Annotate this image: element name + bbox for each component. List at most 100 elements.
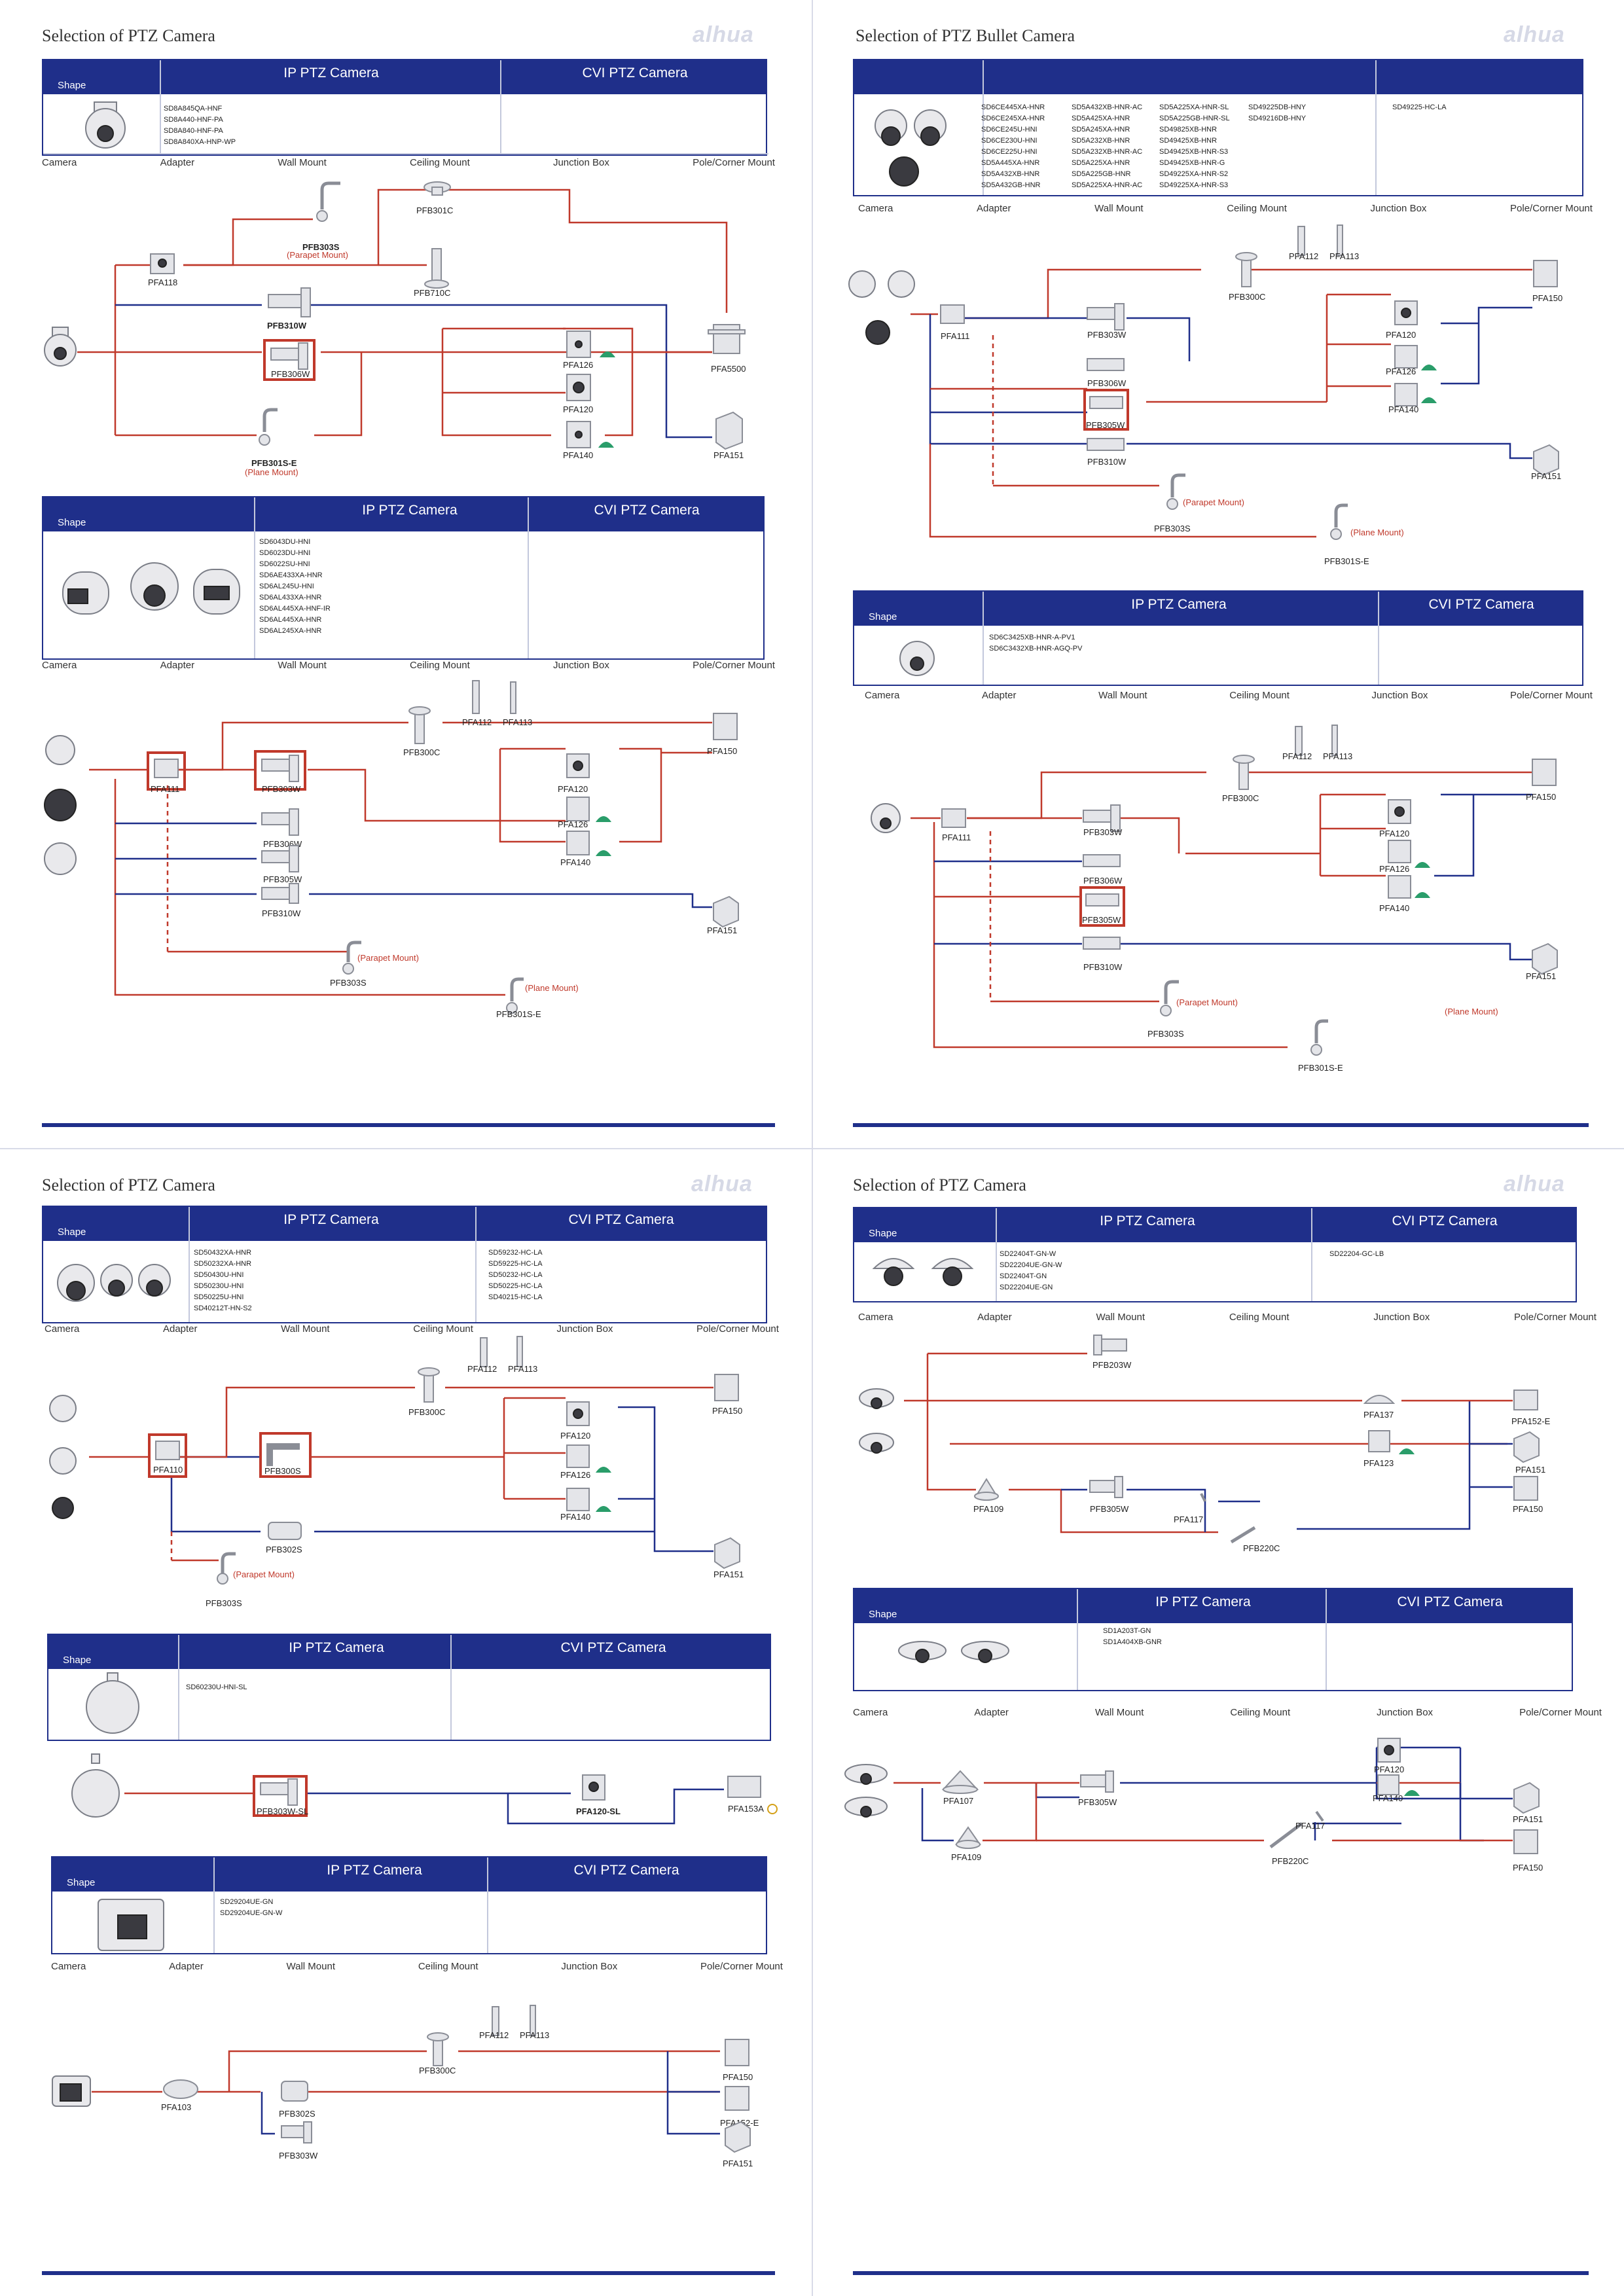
part-label: PFA107 <box>943 1796 973 1806</box>
category-adapter: Adapter <box>160 157 195 168</box>
pfa126-junction-box <box>1394 345 1418 368</box>
part-label: PFA117 <box>1295 1821 1325 1831</box>
connector-line <box>921 1788 954 1842</box>
connector-line <box>929 444 1316 538</box>
category-junction-box: Junction Box <box>1377 1707 1434 1718</box>
part-label: PFB220C <box>1272 1856 1308 1866</box>
pfb303w-sl-wall-mount <box>253 1775 308 1817</box>
pfb310w-wall-mount <box>1083 937 1121 950</box>
pfb310w-wall-mount <box>268 287 311 317</box>
mount-flow-diagram: PFA110 PFB300S PFB300C PFA112 PFA113 PFA… <box>49 1336 744 1608</box>
pfa150-pole-mount <box>1513 1829 1538 1854</box>
part-label: PFA151 <box>713 450 744 460</box>
footer-line <box>853 2271 1589 2275</box>
part-label: PFA150 <box>707 746 737 756</box>
page-title: Selection of PTZ Camera <box>42 26 215 45</box>
category-pole-corner-mount: Pole/Corner Mount <box>693 157 775 168</box>
pfa150-pole-mount <box>714 1374 739 1401</box>
ptz-bullet-camera-icon <box>848 270 915 345</box>
category-pole-corner-mount: Pole/Corner Mount <box>1514 1312 1597 1323</box>
pfb305w-wall-mount <box>1079 886 1125 927</box>
pfa126-junction-box <box>566 797 590 821</box>
pfb301s-e-plane-mount <box>1330 503 1348 540</box>
pfa111-adapter <box>940 304 965 324</box>
ptz-bullet-camera-icon <box>875 109 947 187</box>
part-label: PFA120 <box>563 404 593 414</box>
part-label: PFA151 <box>1513 1814 1543 1824</box>
ip-model-list: SD49225DB-HNY SD49216DB-HNY <box>1248 103 1307 122</box>
connector-line <box>619 747 712 843</box>
connector-line <box>275 304 712 439</box>
pfa112-pole <box>492 2006 499 2036</box>
category-ceiling-mount: Ceiling Mount <box>413 1323 473 1335</box>
selection-table: Shape IP PTZ Camera CVI PTZ Camera SD1A2… <box>853 1588 1573 1691</box>
part-label: PFB303S <box>302 242 340 252</box>
category-row: Camera Adapter Wall Mount Ceiling Mount … <box>858 1312 1597 1323</box>
pfa151-corner-mount <box>714 1537 740 1570</box>
category-ceiling-mount: Ceiling Mount <box>1229 690 1290 701</box>
part-label: PFB306W <box>271 369 310 379</box>
connector-line <box>1319 793 1386 877</box>
part-label: PFB310W <box>1087 457 1127 467</box>
category-pole-corner-mount: Pole/Corner Mount <box>700 1961 783 1972</box>
ip-model-list: SD6043DU-HNI SD6023DU-HNI SD6022SU-HNI S… <box>259 538 331 635</box>
ptz-camera-icon <box>898 1641 1009 1663</box>
pfa152-e-pole-mount <box>725 2086 749 2111</box>
part-label: PFB303W <box>262 784 301 794</box>
category-adapter: Adapter <box>977 1312 1012 1323</box>
part-label: PFA112 <box>479 2030 509 2040</box>
pfb301s-e-plane-mount <box>506 977 524 1014</box>
category-camera: Camera <box>42 157 77 168</box>
pfa120-junction-box <box>1388 799 1411 824</box>
part-label: PFA111 <box>151 784 179 794</box>
cvi-ptz-header: CVI PTZ Camera <box>573 1863 679 1878</box>
part-label: PFA112 <box>1282 751 1312 761</box>
connector-line <box>1009 1488 1218 1534</box>
umbrella-icon <box>1415 892 1430 898</box>
category-adapter: Adapter <box>169 1961 204 1972</box>
shape-label: Shape <box>869 1609 897 1620</box>
connector-line <box>1127 1488 1206 1532</box>
connector-line <box>934 942 1532 961</box>
pfa153a-pole-mount <box>727 1776 761 1798</box>
pfa140-junction-box <box>566 421 591 448</box>
part-label: PFA120 <box>1379 829 1409 838</box>
pfb220c-ceiling-mount <box>1230 1526 1256 1544</box>
quadrant-bottom-left: Selection of PTZ Camera alhua Shape IP P… <box>0 1149 812 2296</box>
parapet-note: (Parapet Mount) <box>1183 497 1244 507</box>
ip-model-list: SD5A225XA-HNR-SL SD5A225GB-HNR-SL SD4982… <box>1159 103 1230 189</box>
pfa112-pole <box>480 1337 488 1367</box>
part-label: PFB303S <box>1147 1029 1184 1039</box>
category-camera: Camera <box>865 690 900 701</box>
selection-table: Shape IP PTZ Camera CVI PTZ Camera SD8A8… <box>42 59 768 156</box>
part-label: PFB301S-E <box>251 458 297 468</box>
category-junction-box: Junction Box <box>561 1961 618 1972</box>
category-pole-corner-mount: Pole/Corner Mount <box>696 1323 779 1335</box>
ip-model-list: SD6C3425XB-HNR-A-PV1 SD6C3432XB-HNR-AGQ-… <box>989 634 1083 653</box>
table-header <box>43 60 766 94</box>
category-wall-mount: Wall Mount <box>286 1961 335 1972</box>
pfa151-corner-mount <box>725 2121 751 2153</box>
part-label: PFA140 <box>560 1512 590 1522</box>
part-label: PFB300S <box>264 1466 301 1476</box>
pfb300c-ceiling-mount <box>408 706 431 744</box>
part-label: PFA110 <box>153 1465 183 1475</box>
ip-ptz-header: IP PTZ Camera <box>283 1212 379 1227</box>
umbrella-icon <box>596 1506 611 1512</box>
part-label: PFB303S <box>330 978 367 988</box>
part-label: PFB310W <box>267 321 307 331</box>
category-row: Camera Adapter Wall Mount Ceiling Mount … <box>42 157 775 168</box>
part-label: PFA113 <box>508 1364 537 1374</box>
part-label: PFA151 <box>707 925 737 935</box>
plane-note: (Plane Mount) <box>1350 528 1404 537</box>
pfa140-junction-box <box>566 1488 590 1511</box>
pfb306w-wall-mount <box>1087 358 1125 371</box>
part-label: PFB310W <box>262 908 301 918</box>
mount-flow-diagram: PFA111 PFB303W PFB306W PFB305W PFB310W P… <box>44 680 739 1019</box>
selection-table: SD6CE445XA-HNR SD6CE245XA-HNR SD6CE245U-… <box>853 59 1583 196</box>
category-wall-mount: Wall Mount <box>278 660 327 671</box>
category-row: Camera Adapter Wall Mount Ceiling Mount … <box>853 1707 1602 1718</box>
part-label: PFA140 <box>1379 903 1409 913</box>
part-label: PFB306W <box>1087 378 1127 388</box>
connector-line <box>618 1406 713 1552</box>
